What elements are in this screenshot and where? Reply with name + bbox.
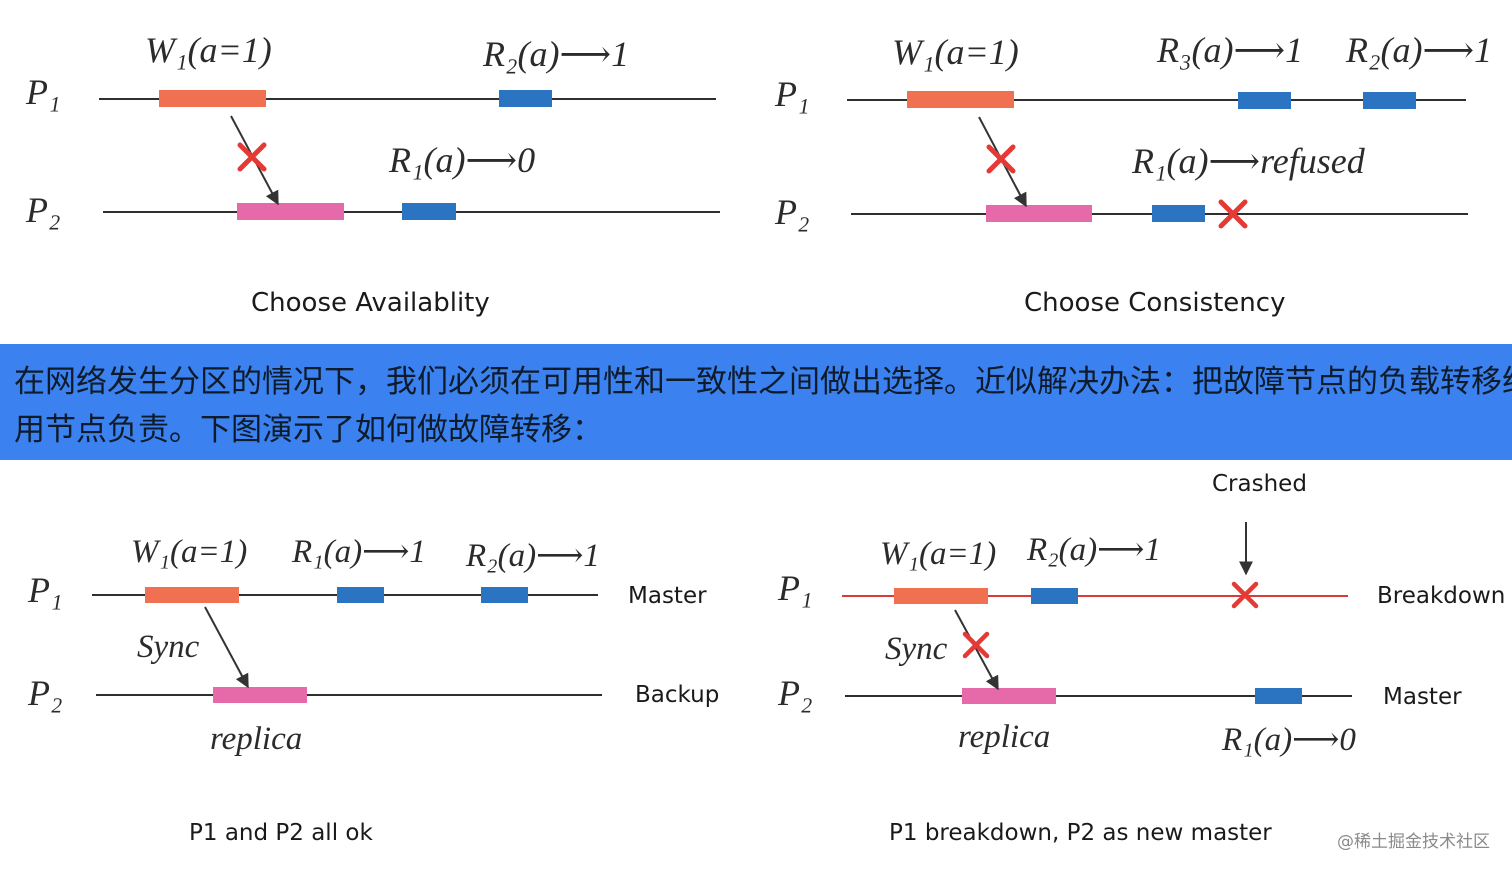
read-label-r3: R₃(a)⟶1 bbox=[1156, 30, 1303, 70]
caption: Choose Consistency bbox=[1024, 288, 1285, 318]
sync-label: Sync bbox=[885, 631, 948, 667]
p2-label: P₂ bbox=[25, 190, 61, 230]
read-label-r2: R₂(a)⟶1 bbox=[482, 34, 629, 74]
read-label-r1: R₁(a)⟶0 bbox=[1221, 722, 1356, 758]
p1-label: P₁ bbox=[27, 570, 63, 610]
replica-bar bbox=[962, 688, 1056, 704]
write-label: W₁(a=1) bbox=[145, 30, 272, 70]
read-label-r1: R₁(a)⟶1 bbox=[291, 534, 426, 570]
replica-label: replica bbox=[958, 719, 1050, 755]
role-label-backup: Backup bbox=[635, 682, 719, 708]
panel-choose-availability: P₁ P₂ W₁(a=1) R₂(a)⟶1 R₁(a)⟶0 Choose Ava… bbox=[25, 30, 720, 318]
watermark: @稀土掘金技术社区 bbox=[1337, 832, 1490, 852]
write-op-bar bbox=[894, 588, 988, 604]
read-op-bar bbox=[1363, 92, 1416, 109]
replica-label: replica bbox=[210, 721, 302, 757]
write-label: W₁(a=1) bbox=[880, 536, 996, 572]
caption: Choose Availablity bbox=[251, 288, 490, 318]
replica-bar bbox=[986, 205, 1092, 222]
partition-cross-icon bbox=[986, 144, 1016, 174]
partition-cross-icon bbox=[237, 142, 267, 172]
read-label-r2: R₂(a)⟶1 bbox=[1345, 30, 1492, 70]
role-label-master: Master bbox=[1383, 684, 1462, 710]
replica-bar bbox=[213, 687, 307, 703]
read-op-bar bbox=[337, 587, 384, 603]
read-op-bar bbox=[1031, 588, 1078, 604]
role-label-master: Master bbox=[628, 583, 707, 609]
sync-label: Sync bbox=[137, 629, 200, 665]
p2-label: P₂ bbox=[774, 192, 810, 232]
p2-label: P₂ bbox=[777, 673, 813, 713]
sync-arrow bbox=[954, 609, 999, 691]
refused-cross-icon bbox=[1218, 199, 1248, 229]
read-label-r2: R₂(a)⟶1 bbox=[465, 538, 600, 574]
read-op-bar bbox=[1152, 205, 1205, 222]
sync-arrow bbox=[204, 606, 249, 689]
write-label: W₁(a=1) bbox=[131, 534, 247, 570]
banner-text: 在网络发生分区的情况下，我们必须在可用性和一致性之间做出选择。近似解决办法：把故… bbox=[14, 364, 1512, 448]
panel-choose-consistency: P₁ P₂ W₁(a=1) R₃(a)⟶1 R₂(a)⟶1 R₁(a)⟶refu… bbox=[774, 30, 1492, 318]
replica-bar bbox=[237, 203, 344, 220]
panel-all-ok: P₁ P₂ W₁(a=1) R₁(a)⟶1 R₂(a)⟶1 Sync repli… bbox=[27, 534, 719, 846]
caption: P1 breakdown, P2 as new master bbox=[889, 820, 1272, 846]
p1-label: P₁ bbox=[774, 74, 810, 114]
read-op-bar bbox=[481, 587, 528, 603]
read-label-r2: R₂(a)⟶1 bbox=[1026, 532, 1161, 568]
panel-breakdown: P₁ P₂ Crashed W₁(a=1) R₂(a)⟶1 Sync repli… bbox=[777, 471, 1505, 846]
read-op-bar bbox=[1238, 92, 1291, 109]
read-op-bar bbox=[1255, 688, 1302, 704]
write-op-bar bbox=[907, 91, 1014, 108]
read-op-bar bbox=[402, 203, 456, 220]
p1-label: P₁ bbox=[25, 72, 61, 112]
read-label-r1: R₁(a)⟶refused bbox=[1131, 141, 1366, 181]
partition-cross-icon bbox=[962, 631, 990, 659]
read-label-r1: R₁(a)⟶0 bbox=[388, 140, 535, 180]
crash-cross-icon bbox=[1231, 581, 1259, 609]
write-label: W₁(a=1) bbox=[892, 32, 1019, 72]
p2-label: P₂ bbox=[27, 673, 63, 713]
write-op-bar bbox=[159, 90, 266, 107]
crashed-label: Crashed bbox=[1212, 471, 1307, 497]
role-label-breakdown: Breakdown bbox=[1377, 583, 1505, 609]
explanation-banner: 在网络发生分区的情况下，我们必须在可用性和一致性之间做出选择。近似解决办法：把故… bbox=[0, 344, 1512, 460]
p1-label: P₁ bbox=[777, 568, 813, 608]
write-op-bar bbox=[145, 587, 239, 603]
read-op-bar bbox=[499, 90, 552, 107]
caption: P1 and P2 all ok bbox=[189, 820, 373, 846]
